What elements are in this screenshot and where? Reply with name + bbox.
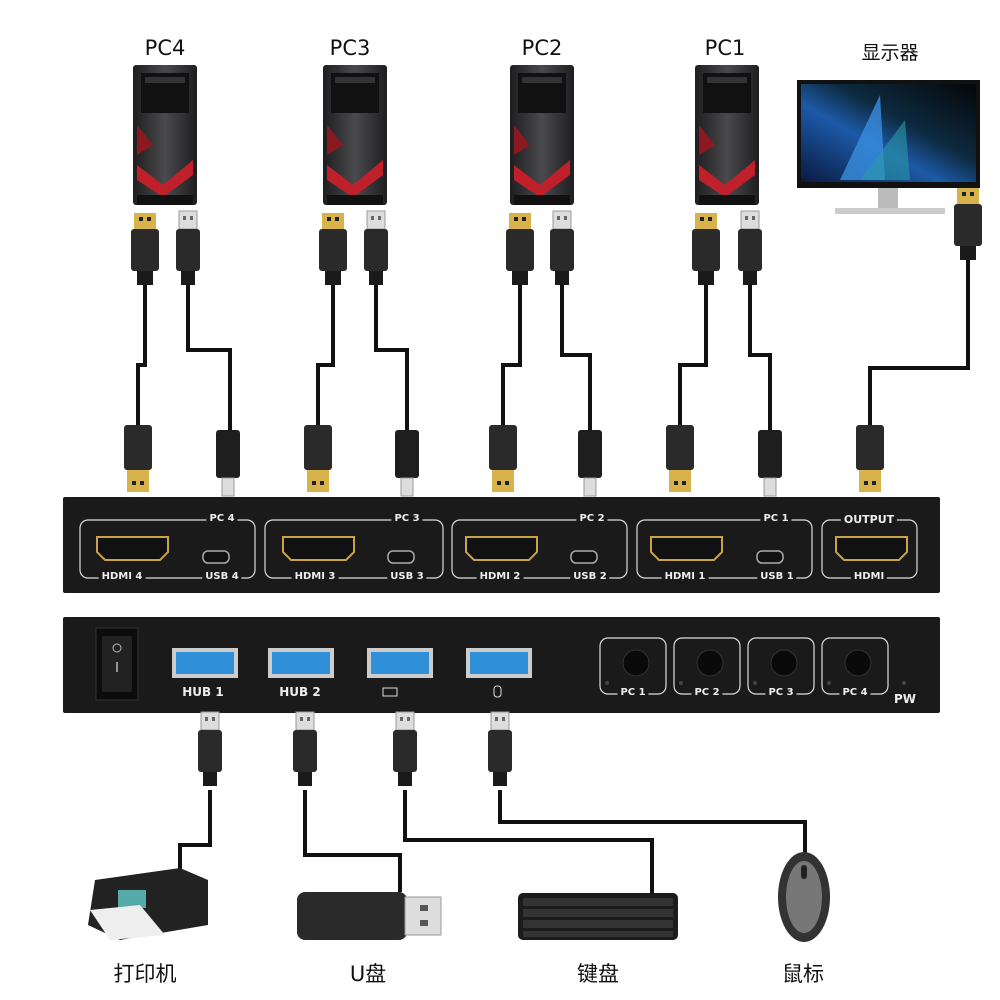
pc1-tower bbox=[695, 65, 759, 205]
mouse-image bbox=[778, 852, 830, 942]
button-pc1[interactable]: PC 1 bbox=[617, 687, 649, 698]
port-label-hub2: HUB 2 bbox=[279, 685, 321, 699]
pc4-tower bbox=[133, 65, 197, 205]
keyboard-image bbox=[518, 893, 678, 940]
bottom-connectors bbox=[197, 711, 513, 787]
label-pc1: PC1 bbox=[704, 36, 746, 60]
label-keyboard: 键盘 bbox=[577, 962, 619, 986]
mouse-icon bbox=[493, 685, 502, 698]
port-label-hdmi3: HDMI 3 bbox=[291, 571, 339, 582]
printer-image bbox=[88, 868, 208, 940]
port-label-usb2: USB 2 bbox=[570, 571, 610, 582]
button-pc3[interactable]: PC 3 bbox=[765, 687, 797, 698]
keyboard-icon bbox=[382, 687, 398, 697]
port-label-usb4: USB 4 bbox=[202, 571, 242, 582]
button-pc4[interactable]: PC 4 bbox=[839, 687, 871, 698]
label-mouse: 鼠标 bbox=[782, 962, 824, 986]
port-label-hub1: HUB 1 bbox=[182, 685, 224, 699]
pc3-tower bbox=[323, 65, 387, 205]
label-usb-drive: U盘 bbox=[349, 962, 387, 986]
label-pc3: PC3 bbox=[329, 36, 371, 60]
group-title-pc4: PC 4 bbox=[206, 513, 238, 524]
hdmi-ports bbox=[96, 536, 908, 561]
top-cables bbox=[136, 258, 970, 430]
monitor-image bbox=[797, 80, 980, 214]
port-label-hdmi-out: HDMI bbox=[850, 571, 888, 582]
group-title-pc2: PC 2 bbox=[576, 513, 608, 524]
power-led-label: PW bbox=[893, 692, 917, 706]
port-label-hdmi1: HDMI 1 bbox=[661, 571, 709, 582]
usb-drive-image bbox=[297, 892, 442, 940]
kvm-back-panel bbox=[63, 497, 940, 593]
usb-a-ports bbox=[172, 648, 532, 678]
group-title-pc3: PC 3 bbox=[391, 513, 423, 524]
pc2-tower bbox=[510, 65, 574, 205]
port-label-usb3: USB 3 bbox=[387, 571, 427, 582]
port-label-usb1: USB 1 bbox=[757, 571, 797, 582]
bottom-cables bbox=[178, 790, 807, 895]
label-printer: 打印机 bbox=[113, 962, 177, 986]
label-monitor: 显示器 bbox=[861, 42, 919, 64]
group-title-pc1: PC 1 bbox=[760, 513, 792, 524]
label-pc4: PC4 bbox=[144, 36, 186, 60]
group-title-output: OUTPUT bbox=[840, 513, 898, 526]
label-pc2: PC2 bbox=[521, 36, 563, 60]
select-buttons bbox=[622, 649, 872, 677]
port-label-hdmi4: HDMI 4 bbox=[98, 571, 146, 582]
top-connectors bbox=[124, 188, 982, 497]
port-label-hdmi2: HDMI 2 bbox=[476, 571, 524, 582]
button-pc2[interactable]: PC 2 bbox=[691, 687, 723, 698]
usb-c-ports bbox=[202, 550, 784, 564]
